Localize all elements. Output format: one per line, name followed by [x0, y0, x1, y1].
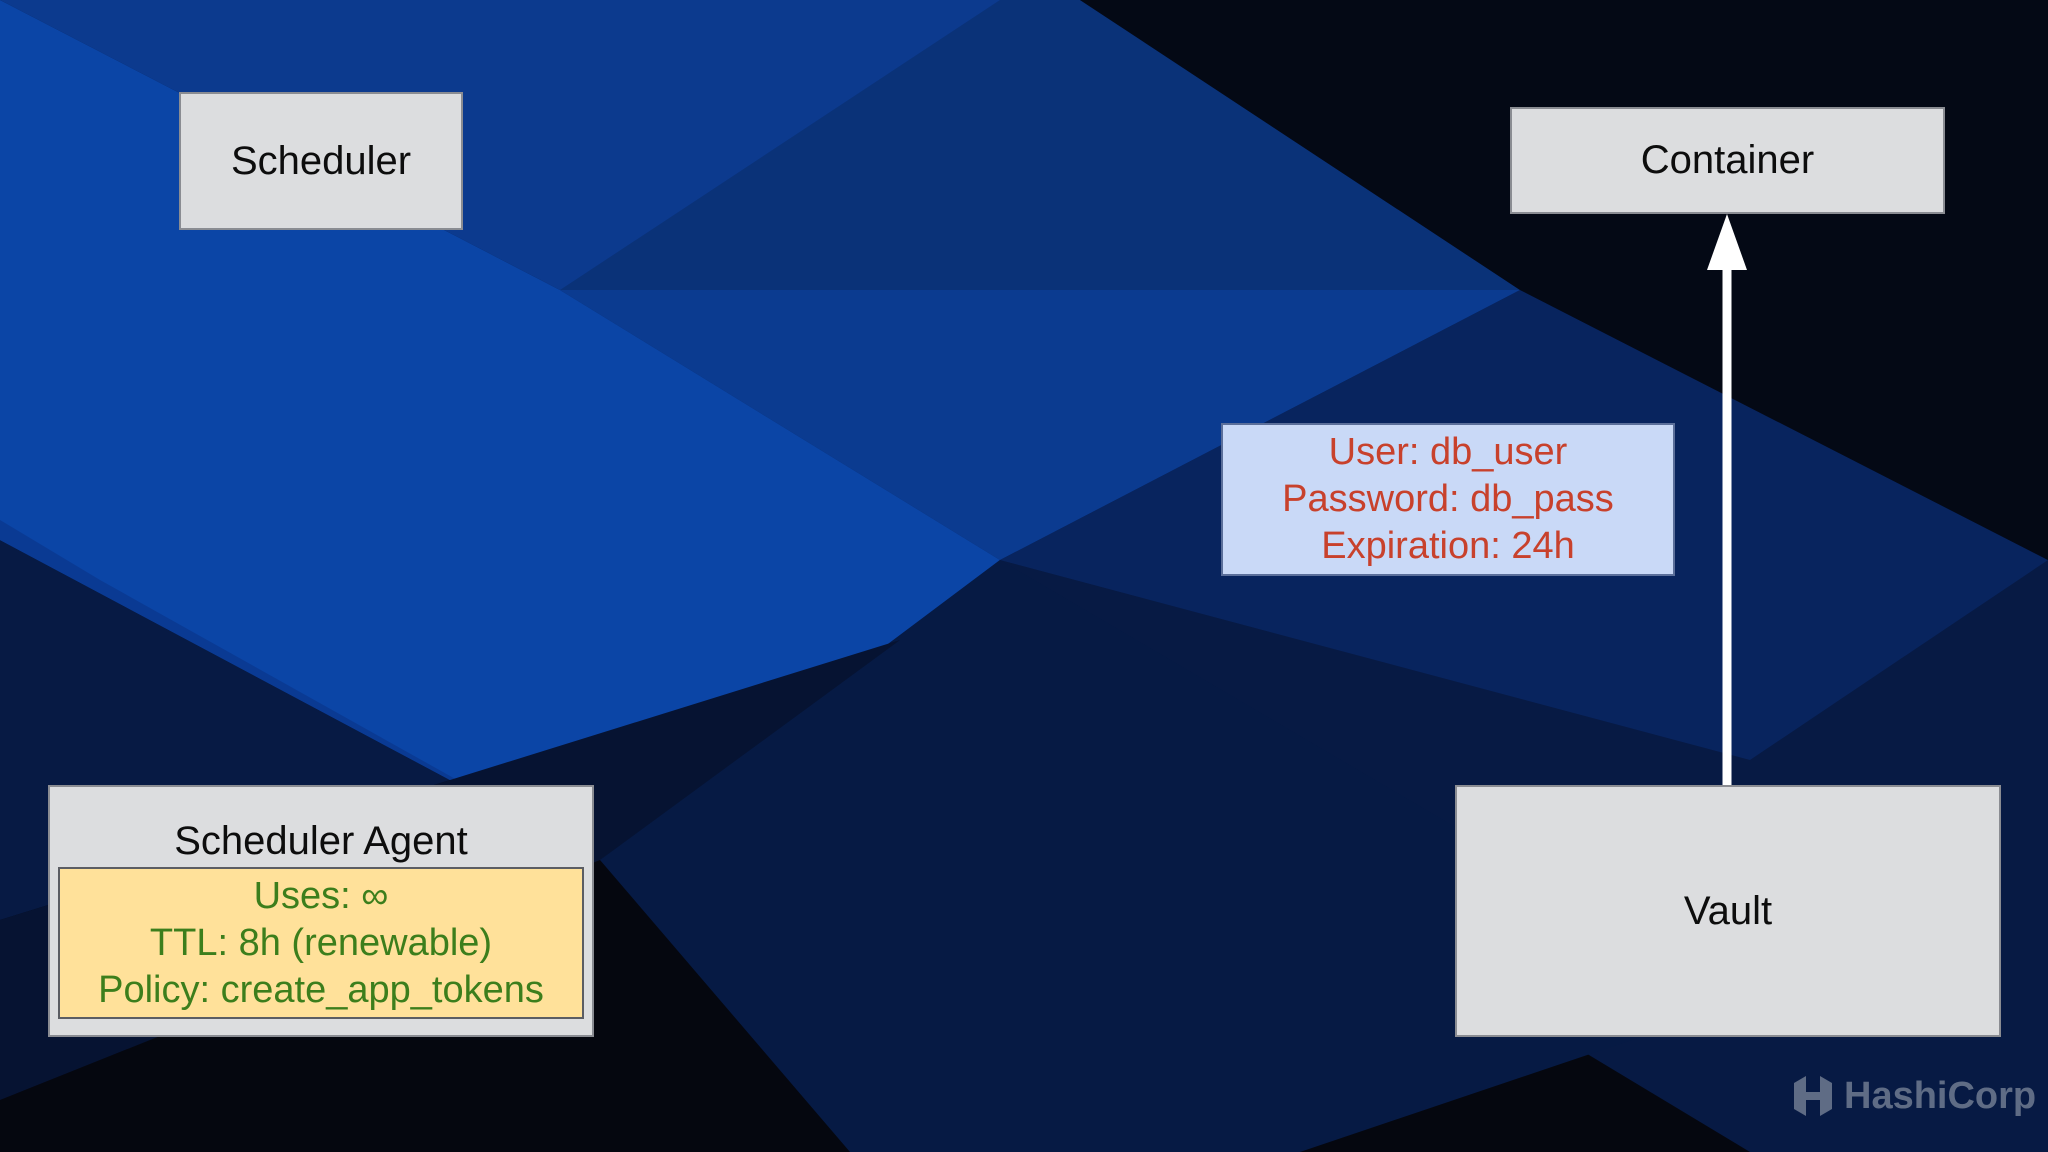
scheduler-node: Scheduler	[179, 92, 463, 230]
credentials-password-line: Password: db_pass	[1282, 478, 1614, 520]
agent-token-box: Uses: ∞ TTL: 8h (renewable) Policy: crea…	[58, 867, 584, 1019]
credentials-box: User: db_user Password: db_pass Expirati…	[1221, 423, 1675, 576]
credentials-user-line: User: db_user	[1328, 431, 1568, 473]
token-ttl-line: TTL: 8h (renewable)	[149, 921, 493, 964]
token-policy-line: Policy: create_app_tokens	[98, 968, 544, 1011]
hashicorp-logo: HashiCorp	[1790, 1068, 2036, 1124]
scheduler-agent-node: Scheduler Agent Uses: ∞ TTL: 8h (renewab…	[48, 785, 594, 1037]
scheduler-agent-label: Scheduler Agent	[174, 819, 468, 863]
vault-label: Vault	[1683, 888, 1773, 933]
scheduler-label: Scheduler	[230, 138, 412, 183]
token-uses-line: Uses: ∞	[253, 874, 389, 917]
vault-node: Vault	[1455, 785, 2001, 1037]
credentials-expiration-line: Expiration: 24h	[1321, 525, 1575, 567]
container-node: Container	[1510, 107, 1945, 214]
hashicorp-logo-icon	[1794, 1076, 1832, 1116]
logo-text: HashiCorp	[1844, 1074, 2037, 1117]
container-label: Container	[1640, 138, 1815, 182]
